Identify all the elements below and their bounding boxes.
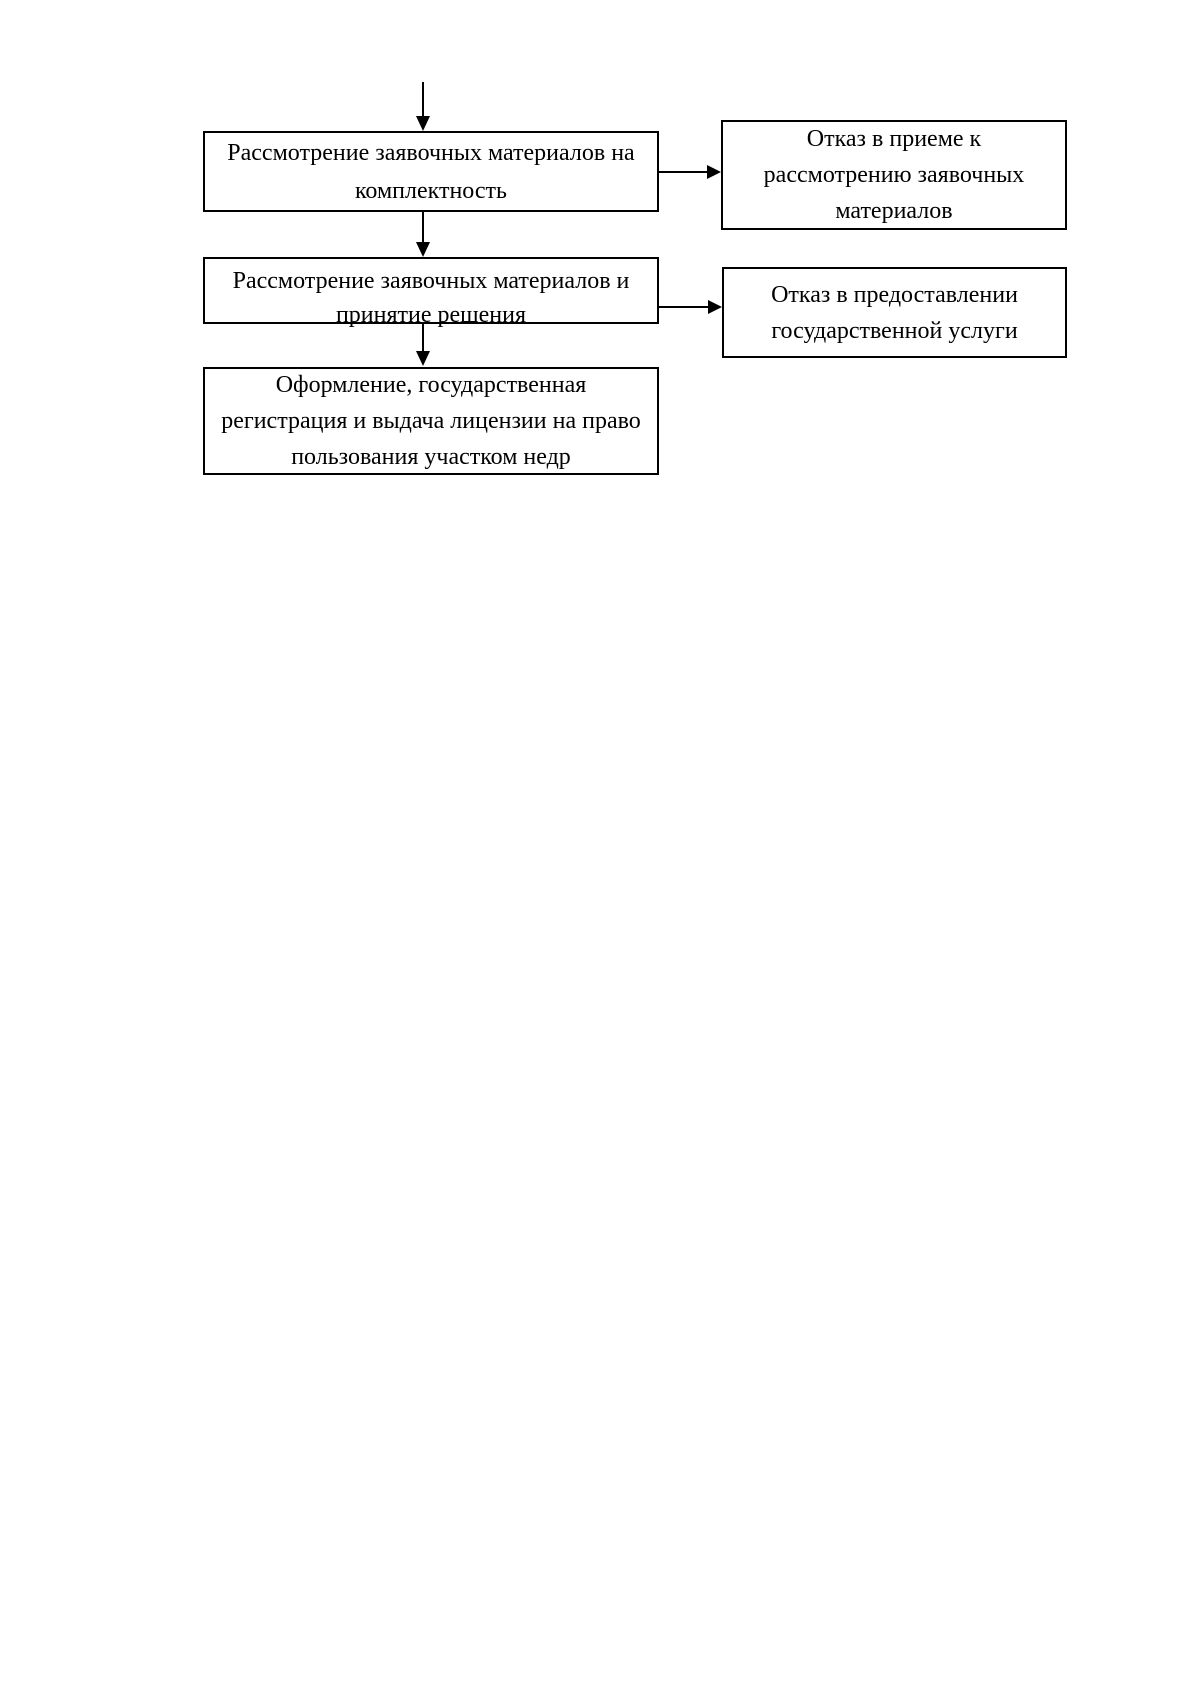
rejection-box-service: Отказ в предоставлении государственной у…	[722, 267, 1067, 358]
box-text-line: материалов	[835, 198, 953, 224]
box-text-line: Отказ в предоставлении	[771, 281, 1018, 308]
process-box-review-completeness: Рассмотрение заявочных материалов на ком…	[203, 131, 659, 212]
process-box-license-registration-issue: Оформление, государственная регистрация …	[203, 367, 659, 475]
arrow-down-box1-to-box2-icon	[416, 212, 430, 257]
box-text-line: Рассмотрение заявочных материалов на	[227, 139, 635, 166]
box-text-line: комплектность	[354, 177, 507, 204]
rejection-box-acceptance: Отказ в приеме к рассмотрению заявочных …	[721, 120, 1067, 230]
box-text-line: регистрация и выдача лицензии на право	[221, 408, 641, 434]
process-box-review-decision: Рассмотрение заявочных материалов и прин…	[203, 257, 659, 328]
box-text-line: рассмотрению заявочных	[763, 162, 1025, 188]
box-text-line: государственной услуги	[771, 317, 1018, 344]
arrow-right-box1-to-reject1-icon	[659, 165, 721, 179]
box-text-line: Отказ в приеме к	[806, 126, 982, 152]
box-text-line: Оформление, государственная	[275, 372, 587, 398]
box-text-line: пользования участком недр	[291, 444, 571, 470]
box-text-line: Рассмотрение заявочных материалов и	[232, 268, 630, 294]
arrow-down-entry-icon	[416, 82, 430, 131]
arrow-right-box2-to-reject2-icon	[659, 300, 722, 314]
box-text-line: принятие решения	[335, 302, 527, 328]
